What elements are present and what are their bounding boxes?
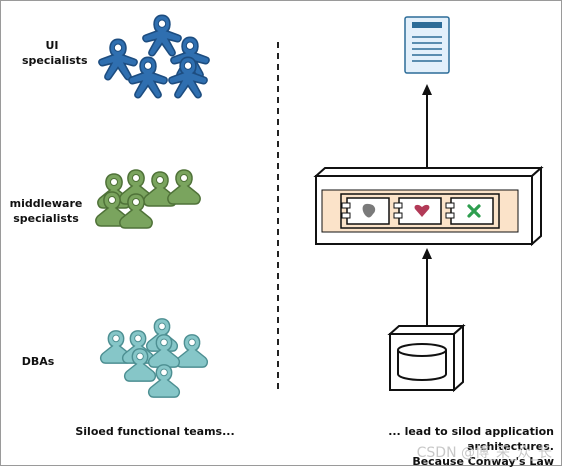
person-icon <box>119 169 153 205</box>
component-box <box>341 197 390 225</box>
component-row <box>341 197 494 225</box>
heart-icon <box>414 204 430 217</box>
x-icon <box>467 204 481 218</box>
shape-icon <box>362 203 376 218</box>
component-box <box>393 197 442 225</box>
person-icon <box>128 56 168 99</box>
person-icon <box>167 169 201 205</box>
left-caption: Siloed functional teams... <box>70 424 240 439</box>
person-icon <box>123 348 157 382</box>
right-caption: ... lead to silod application architectu… <box>302 424 554 469</box>
arrow-head-up <box>422 84 432 95</box>
right-caption-line1: ... lead to silod application architectu… <box>388 425 554 453</box>
person-icon <box>98 38 138 81</box>
person-icon <box>95 191 129 227</box>
document-icon <box>404 16 450 74</box>
left-caption-text: Siloed functional teams... <box>75 425 235 438</box>
watermark: CSDN @博_采_众_长 <box>416 445 552 461</box>
dbas-label: DBAs <box>18 354 58 369</box>
ui-specialists-group <box>98 14 210 99</box>
application-box <box>313 165 544 247</box>
arrow-head-up-2 <box>422 248 432 259</box>
middleware-specialists-group <box>95 169 201 229</box>
dbas-group <box>99 318 209 398</box>
dbas-label-text: DBAs <box>21 355 55 368</box>
person-icon <box>142 14 182 57</box>
person-icon <box>119 193 153 229</box>
person-icon <box>147 364 181 398</box>
person-icon <box>168 56 208 99</box>
person-icon <box>175 334 209 368</box>
database-icon <box>387 323 466 393</box>
component-box <box>445 197 494 225</box>
right-caption-line2: Because Conway's Law <box>412 455 554 468</box>
